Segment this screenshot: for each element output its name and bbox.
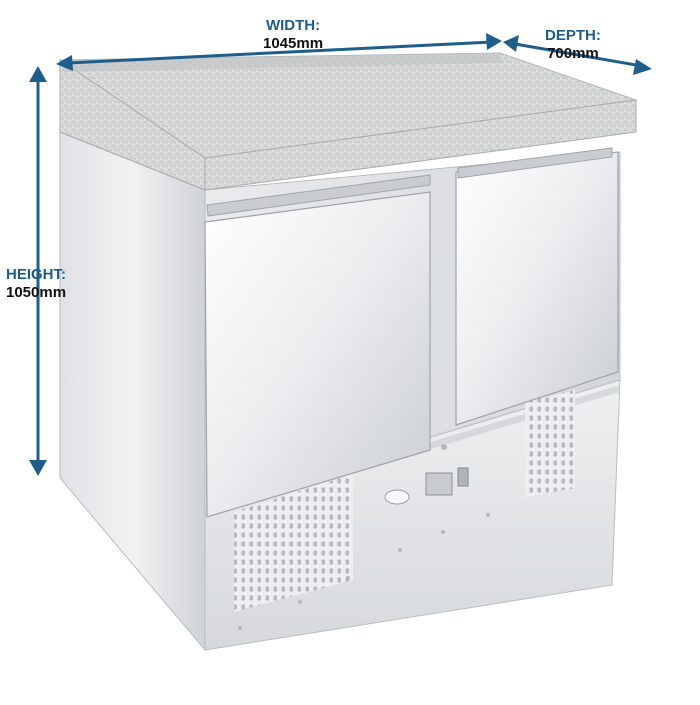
left-door [204,191,431,518]
left-door-handle [206,174,431,217]
width-arrow [56,33,502,71]
thermostat-display [425,472,453,496]
height-label-name: HEIGHT: [6,266,66,283]
granite-top-side-edge [204,99,637,191]
height-arrow [29,66,47,476]
depth-arrow [503,35,652,75]
depth-label-name: DEPTH: [545,27,601,44]
left-vent-grille [234,474,353,612]
width-value: 1045mm [263,35,324,52]
width-label: WIDTH: 1045mm [263,17,323,53]
depth-value: 700mm [547,45,599,62]
brand-badge [384,489,410,505]
granite-upstand [60,53,503,72]
power-switch [457,467,469,487]
cabinet-side-panel [59,131,206,652]
right-door-handle [457,147,613,179]
width-label-name: WIDTH: [265,17,321,34]
right-vent-grille [525,390,575,497]
height-label: HEIGHT: 1050mm [6,266,66,302]
base-screws [238,444,490,630]
depth-label: DEPTH: 700mm [545,27,601,63]
height-value: 1050mm [6,284,67,301]
